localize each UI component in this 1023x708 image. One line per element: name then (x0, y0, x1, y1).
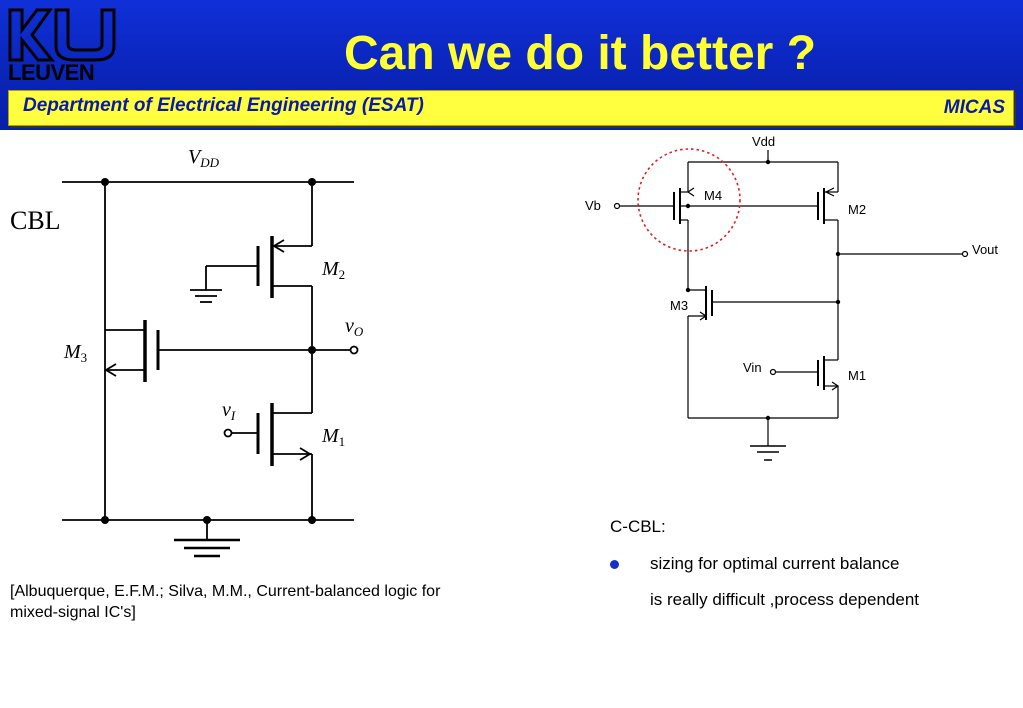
svg-text:M2: M2 (321, 258, 345, 282)
svg-text:M1: M1 (321, 425, 345, 449)
vdd-label: V (188, 146, 203, 168)
ccbl-vin-label: Vin (743, 360, 762, 375)
ccbl-junction-dots (685, 159, 841, 421)
svg-text:VDD: VDD (188, 146, 220, 170)
svg-text:vI: vI (222, 399, 236, 423)
ku-leuven-logo (8, 8, 116, 62)
cbl-circuit (62, 181, 359, 558)
ccbl-m4-label: M4 (704, 188, 722, 203)
notes-title: C-CBL: (610, 517, 666, 536)
logo-text: LEUVEN (8, 60, 95, 85)
m1-subscript: 1 (339, 434, 346, 449)
department-name: Department of Electrical Engineering (ES… (23, 95, 424, 116)
cbl-label: CBL (10, 206, 61, 235)
ccbl-m1-label: M1 (848, 368, 866, 383)
svg-text:vO: vO (345, 315, 364, 339)
ccbl-circuit (613, 150, 969, 461)
vi-subscript: I (230, 408, 236, 423)
department-bar: Department of Electrical Engineering (ES… (8, 90, 1014, 126)
m1-label: M (321, 425, 340, 447)
vi-label: v (222, 399, 231, 421)
notes-block: C-CBL: sizing for optimal current balanc… (610, 517, 1010, 609)
note-line-1: sizing for optimal current balance (650, 554, 900, 573)
bullet-icon (610, 560, 619, 569)
slide-header: LEUVEN Can we do it better ? Department … (0, 0, 1023, 130)
note-line-2: is really difficult ,process dependent (650, 590, 920, 609)
vo-subscript: O (354, 324, 364, 339)
m2-subscript: 2 (339, 267, 346, 282)
ccbl-m2-label: M2 (848, 202, 866, 217)
ccbl-vb-label: Vb (585, 198, 601, 213)
cbl-junction-dots (101, 178, 316, 524)
ccbl-vout-label: Vout (972, 242, 998, 257)
svg-text:M3: M3 (63, 341, 87, 365)
ccbl-vdd-label: Vdd (752, 134, 775, 149)
m2-label: M (321, 258, 340, 280)
slide-title: Can we do it better ? (343, 27, 817, 80)
group-name: MICAS (943, 97, 1005, 118)
vdd-subscript: DD (199, 155, 219, 170)
vo-label: v (345, 315, 354, 337)
citation-text: [Albuquerque, E.F.M.; Silva, M.M., Curre… (10, 583, 441, 621)
cbl-labels: VDD M2 M3 M1 vO vI (63, 146, 364, 449)
ccbl-labels: Vdd Vb M4 M2 Vout M3 Vin M1 (585, 134, 998, 383)
m3-label: M (63, 341, 82, 363)
m4-highlight-circle (637, 148, 741, 252)
m3-subscript: 3 (81, 350, 88, 365)
ccbl-m3-label: M3 (670, 298, 688, 313)
